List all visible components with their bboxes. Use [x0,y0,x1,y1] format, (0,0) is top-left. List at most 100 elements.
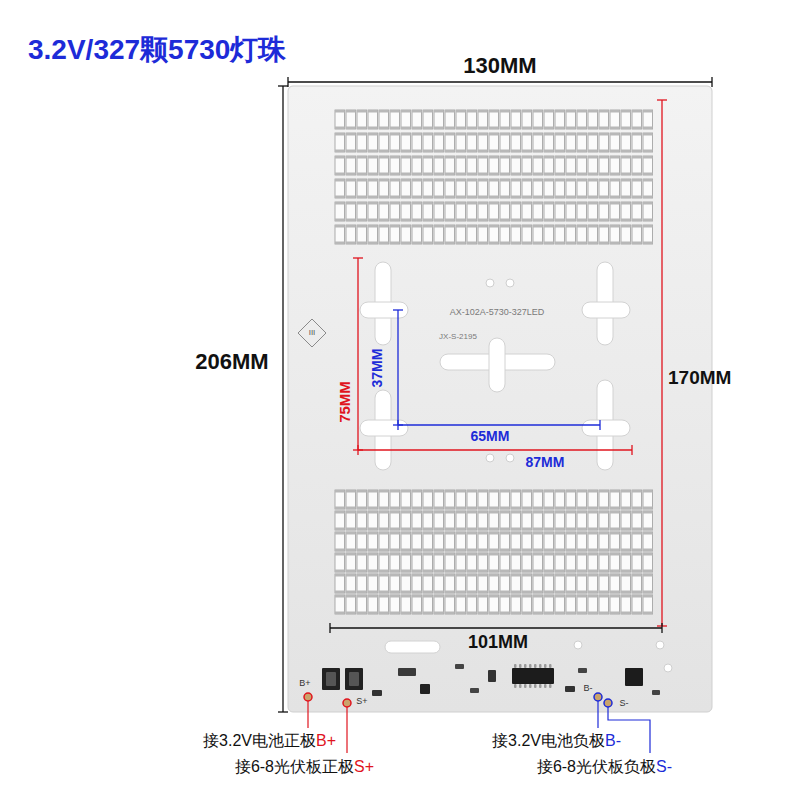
led-pad [500,532,510,535]
led-body [511,110,521,129]
led-5730 [412,574,422,593]
led-pad [412,110,422,113]
led-pad [401,553,411,556]
led-body [357,225,367,244]
led-5730 [500,574,510,593]
led-5730 [423,511,433,530]
led-pad [610,595,620,598]
led-pad [412,549,422,552]
led-body [544,110,554,129]
led-5730 [423,110,433,129]
led-body [445,532,455,551]
led-pad [445,507,455,510]
led-body [555,179,565,198]
led-pad [632,179,642,182]
led-pad [621,595,631,598]
led-pad [467,591,477,594]
led-body [434,553,444,572]
led-body [500,156,510,175]
led-pad [588,133,598,136]
led-pad [401,150,411,153]
led-pad [588,127,598,130]
led-body [610,156,620,175]
led-5730 [511,156,521,175]
led-body [555,225,565,244]
led-5730 [478,179,488,198]
led-pad [555,196,565,199]
led-body [379,179,389,198]
led-pad [357,490,367,493]
led-pad [621,150,631,153]
led-5730 [401,179,411,198]
led-pad [632,173,642,176]
led-5730 [577,574,587,593]
led-body [346,574,356,593]
led-5730 [632,532,642,551]
led-5730 [478,110,488,129]
led-5730 [533,553,543,572]
led-pad [544,179,554,182]
led-pad [566,196,576,199]
led-body [566,156,576,175]
led-pad [610,507,620,510]
led-pad [445,150,455,153]
led-body [390,490,400,509]
led-5730 [533,110,543,129]
led-pad [522,595,532,598]
dimension-label: 87MM [526,455,565,470]
led-5730 [500,532,510,551]
led-5730 [368,179,378,198]
led-body [500,574,510,593]
led-5730 [632,179,642,198]
led-body [544,574,554,593]
led-pad [467,528,477,531]
led-pad [599,156,609,159]
led-body [533,179,543,198]
dimension-tick [657,99,667,100]
led-body [544,490,554,509]
led-pad [346,133,356,136]
led-body [335,574,345,593]
led-body [522,179,532,198]
led-body [610,179,620,198]
led-body [489,133,499,152]
smd-part [372,690,382,696]
led-5730 [434,553,444,572]
silkscreen-text: AX-102A-5730-327LED [450,308,545,318]
led-pad [335,196,345,199]
led-body [456,202,466,221]
led-pad [621,173,631,176]
led-5730 [445,225,455,244]
led-body [566,225,576,244]
led-body [434,490,444,509]
led-pad [456,532,466,535]
led-pad [588,612,598,615]
led-body [522,490,532,509]
led-5730 [555,490,565,509]
led-5730 [588,179,598,198]
pad-label: B- [584,684,593,694]
led-pad [335,242,345,245]
dimension-label: 65MM [471,429,510,444]
led-5730 [621,110,631,129]
led-pad [390,179,400,182]
led-5730 [610,179,620,198]
led-pad [357,553,367,556]
led-5730 [379,179,389,198]
led-pad [346,553,356,556]
led-body [544,225,554,244]
led-body [478,225,488,244]
led-pad [643,173,653,176]
led-pad [599,202,609,205]
led-body [368,595,378,614]
led-pad [467,549,477,552]
led-body [335,225,345,244]
led-body [610,110,620,129]
led-pad [368,202,378,205]
led-pad [434,219,444,222]
led-body [368,133,378,152]
led-pad [544,507,554,510]
led-pad [522,133,532,136]
led-pad [588,511,598,514]
led-pad [434,110,444,113]
